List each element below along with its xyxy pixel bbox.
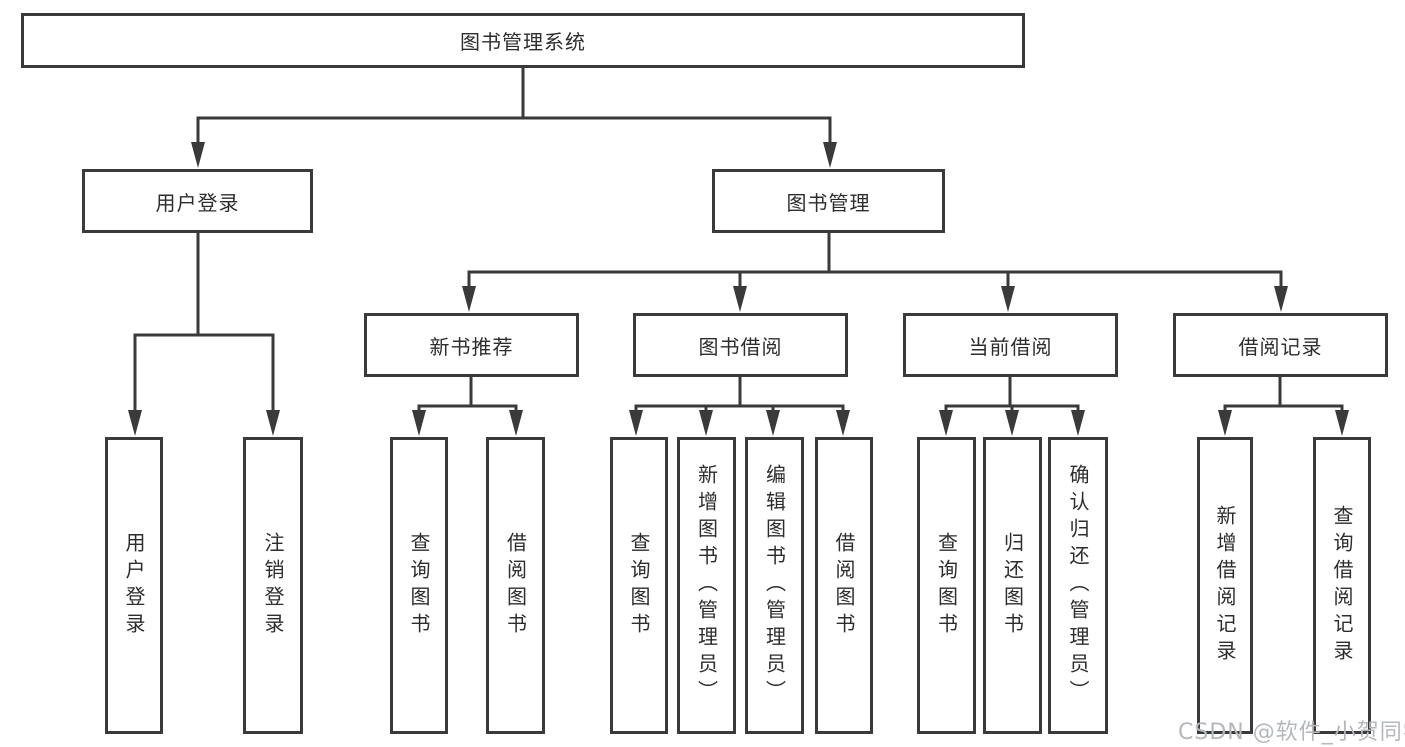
- connector-user-login-to-leaves: [128, 233, 280, 436]
- node-borrowing-records-label: 借阅记录: [1238, 334, 1323, 359]
- leaf-confirm-return-admin: 确认归还（管理员）: [1048, 437, 1108, 734]
- leaf-borrow-query-book: 查询图书: [610, 437, 668, 734]
- node-root-system: 图书管理系统: [21, 13, 1025, 68]
- leaf-newbook-query-book-label: 查询图书: [407, 531, 431, 640]
- leaf-borrow-borrow-book-label: 借阅图书: [832, 531, 856, 640]
- node-current-borrowing-label: 当前借阅: [968, 334, 1053, 359]
- connector-root-to-level2: [191, 68, 837, 168]
- leaf-user-login-label: 用户登录: [122, 531, 146, 640]
- leaf-edit-book-admin: 编辑图书（管理员）: [745, 437, 804, 734]
- connector-borrow-record-to-leaves: [1218, 377, 1349, 436]
- leaf-add-borrow-record-label: 新增借阅记录: [1213, 504, 1237, 667]
- leaf-return-book: 归还图书: [983, 437, 1042, 734]
- leaf-borrow-query-book-label: 查询图书: [627, 531, 651, 640]
- connector-current-borrow-to-leaves: [939, 377, 1085, 436]
- node-user-login: 用户登录: [82, 169, 313, 233]
- leaf-user-login: 用户登录: [105, 437, 163, 734]
- csdn-watermark: CSDN @软件_小贺同学: [1178, 720, 1405, 745]
- connector-new-book-to-leaves: [412, 377, 523, 436]
- node-new-book-recommendation: 新书推荐: [364, 313, 579, 377]
- node-book-management: 图书管理: [712, 169, 945, 233]
- connector-book-mgmt-to-level3: [462, 233, 1288, 312]
- leaf-newbook-borrow-book-label: 借阅图书: [503, 531, 528, 640]
- node-book-borrowing: 图书借阅: [633, 313, 848, 377]
- leaf-confirm-return-admin-label: 确认归还（管理员）: [1066, 464, 1090, 707]
- leaf-current-query-book-label: 查询图书: [934, 531, 959, 640]
- leaf-query-borrow-record-label: 查询借阅记录: [1330, 504, 1354, 667]
- node-book-borrowing-label: 图书借阅: [698, 334, 783, 359]
- connector-book-borrow-to-leaves: [629, 377, 850, 436]
- leaf-newbook-borrow-book: 借阅图书: [486, 437, 545, 734]
- node-book-management-label: 图书管理: [786, 190, 871, 215]
- leaf-add-book-admin: 新增图书（管理员）: [677, 437, 736, 734]
- leaf-query-borrow-record: 查询借阅记录: [1313, 437, 1371, 734]
- leaf-logout: 注销登录: [243, 437, 303, 734]
- leaf-current-query-book: 查询图书: [917, 437, 976, 734]
- leaf-add-book-admin-label: 新增图书（管理员）: [694, 464, 719, 707]
- leaf-add-borrow-record: 新增借阅记录: [1197, 437, 1253, 734]
- node-current-borrowing: 当前借阅: [903, 313, 1118, 377]
- leaf-newbook-query-book: 查询图书: [390, 437, 448, 734]
- leaf-borrow-borrow-book: 借阅图书: [815, 437, 873, 734]
- node-borrowing-records: 借阅记录: [1173, 313, 1388, 377]
- node-user-login-label: 用户登录: [155, 190, 240, 215]
- leaf-edit-book-admin-label: 编辑图书（管理员）: [762, 464, 787, 707]
- node-root-system-label: 图书管理系统: [460, 30, 586, 54]
- leaf-return-book-label: 归还图书: [1000, 531, 1025, 640]
- leaf-logout-label: 注销登录: [261, 531, 285, 640]
- node-new-book-recommendation-label: 新书推荐: [429, 334, 514, 359]
